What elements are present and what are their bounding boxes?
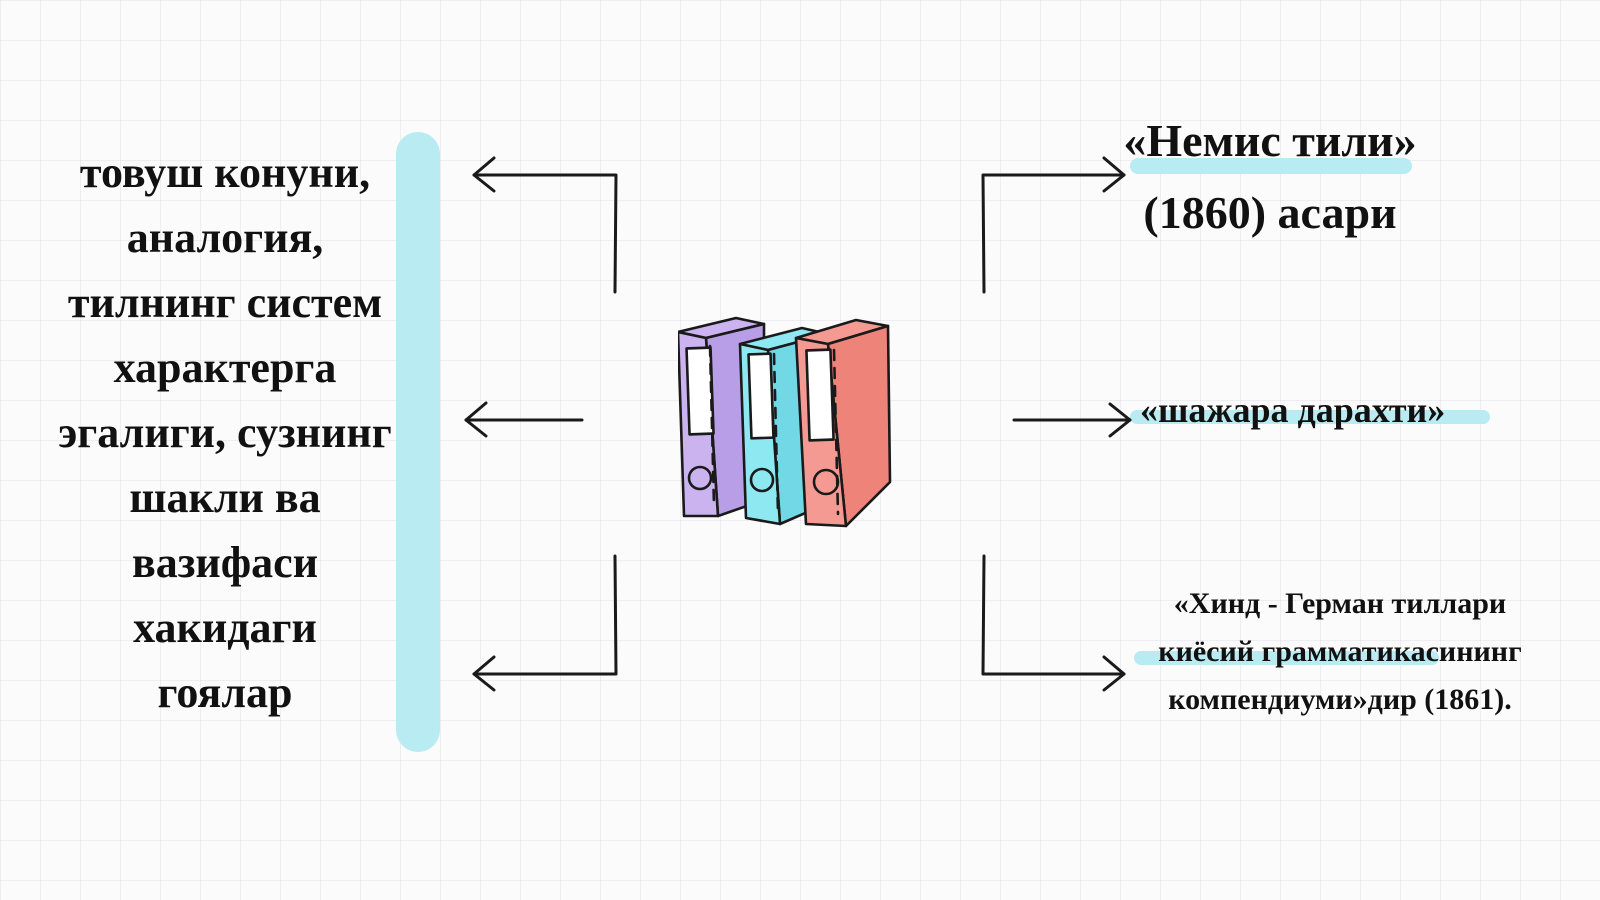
right-bottom-line: «Хинд - Герман тиллари	[1173, 587, 1507, 620]
left-text-line: шакли ва	[129, 473, 321, 522]
right-top-text: «Немис тили» (1860) асари	[1090, 105, 1450, 249]
left-text-line: характерга	[113, 343, 337, 392]
right-bottom-highlight	[1134, 651, 1439, 665]
right-bottom-line: киёсий грамматикасининг	[1158, 635, 1522, 668]
right-middle-text: «шажара дарахти»	[1140, 390, 1446, 430]
arrowhead-right-top	[1102, 156, 1126, 193]
left-text-line: товуш конуни,	[79, 148, 371, 197]
arrowhead-left-bottom	[472, 655, 496, 692]
arrowhead-left-middle	[464, 401, 488, 438]
right-bottom-text: «Хинд - Герман тиллари киёсий грамматика…	[1100, 580, 1580, 724]
left-highlight-bar	[396, 132, 440, 752]
right-top-line: (1860) асари	[1143, 187, 1397, 238]
right-top-highlight	[1130, 158, 1412, 174]
right-middle-highlight	[1130, 410, 1490, 424]
arrow-right-top	[981, 173, 1126, 294]
arrow-left-bottom	[472, 554, 618, 676]
left-text-block: товуш конуни, аналогия, тилнинг систем х…	[30, 140, 420, 725]
arrow-left-top	[472, 173, 618, 294]
arrowhead-right-middle	[1108, 402, 1132, 438]
arrowhead-left-top	[472, 156, 496, 193]
left-text-line: эгалиги, сузнинг	[58, 408, 392, 457]
arrow-right-bottom	[981, 554, 1126, 676]
right-top-line: «Немис тили»	[1123, 115, 1417, 166]
left-text-line: вазифаси	[131, 538, 319, 587]
left-text-line: тилнинг систем	[67, 278, 383, 327]
left-text-line: хакидаги	[133, 603, 317, 652]
binder-red	[794, 318, 892, 528]
left-text-line: аналогия,	[126, 213, 324, 262]
right-bottom-line: компендиуми»дир (1861).	[1168, 683, 1512, 716]
left-text-line: гоялар	[157, 668, 293, 717]
arrowhead-right-bottom	[1102, 655, 1126, 692]
binders-icon	[678, 316, 892, 528]
